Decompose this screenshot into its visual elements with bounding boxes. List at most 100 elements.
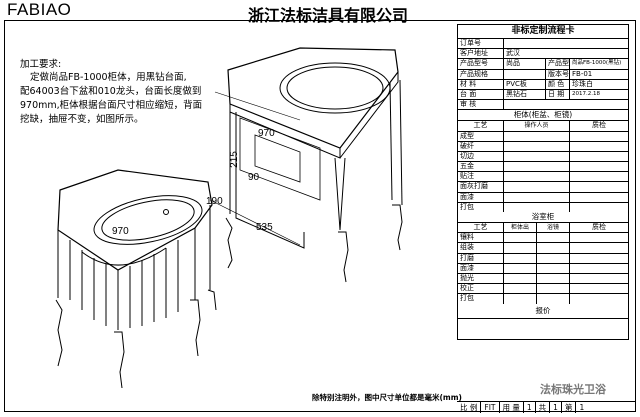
process-row: 贴注 (458, 172, 628, 183)
section-cabinet: 柜体(柜盆、柜镜) (458, 110, 628, 122)
process-cell (504, 182, 570, 192)
process-name: 镶料 (458, 233, 504, 243)
process-row: 打包 (458, 294, 628, 304)
process-cell (504, 172, 570, 182)
process-cell (537, 243, 570, 253)
col-operator-1: 操作人员 (504, 121, 570, 131)
process-name: 面漆 (458, 192, 504, 202)
process-cell (504, 162, 570, 172)
process-name: 切边 (458, 151, 504, 162)
process-name: 打包 (458, 202, 504, 212)
drawing-border (4, 20, 636, 412)
company-logo: FABIAO (7, 0, 72, 19)
dim-top-970: 970 (258, 128, 275, 139)
price-area (458, 319, 628, 339)
process-cell (570, 193, 628, 202)
product-name-label: 产品型号 (548, 59, 570, 69)
process-cell (504, 202, 570, 212)
process-row: 成型 (458, 131, 628, 142)
unit-note: 除特别注明外，图中尺寸单位都是毫米(mm) (312, 393, 462, 402)
col-bath: 浴镜 (537, 223, 570, 233)
process-cell (570, 274, 628, 283)
process-row: 抛光 (458, 273, 628, 285)
process-cell (504, 141, 570, 151)
process-list-2: 镶料组装打磨面漆抛光校正打包 (458, 233, 628, 304)
dim-215: 215 (228, 151, 240, 168)
process-name: 打磨 (458, 253, 504, 263)
process-row: 破纤 (458, 141, 628, 152)
version-label: 版本号 (548, 69, 570, 79)
process-cell (504, 273, 537, 284)
requirements-line-3: 970mm,柜体根据台面尺寸相应缩短，背面 (20, 100, 203, 111)
col-process-1: 工艺 (458, 121, 504, 131)
process-row: 打磨 (458, 253, 628, 264)
process-name: 抛光 (458, 273, 504, 284)
back-view-drawing (209, 47, 403, 283)
footer-total: 1 (549, 402, 561, 413)
process-cell (537, 263, 570, 273)
process-list-1: 成型破纤切边五金贴注面灰打磨面漆打包 (458, 131, 628, 212)
watermark: 法标珠光卫浴 (540, 383, 606, 396)
process-row: 切边 (458, 151, 628, 163)
approve-label: 审 核 (458, 100, 504, 110)
product-model-label: 产品型号 (458, 59, 504, 69)
process-cell (537, 273, 570, 284)
process-cell (570, 172, 628, 181)
approve-value (504, 100, 628, 109)
process-name: 成型 (458, 131, 504, 141)
table-value: 黑钻石 (504, 89, 546, 100)
process-cell (504, 284, 537, 294)
process-row: 面漆 (458, 192, 628, 203)
process-cell (570, 243, 628, 252)
process-name: 贴注 (458, 172, 504, 182)
footer-usage: 用 量 (498, 402, 523, 413)
process-cell (537, 253, 570, 263)
process-row: 五金 (458, 162, 628, 173)
process-cell (504, 233, 537, 243)
cabinet-drawings (55, 47, 403, 389)
card-title: 非标定制流程卡 (458, 25, 628, 39)
color-label: 颜 色 (546, 79, 570, 89)
process-name: 面灰打磨 (458, 182, 504, 192)
process-row: 面灰打磨 (458, 182, 628, 193)
process-cell (570, 152, 628, 161)
col-quality-1: 质检 (592, 121, 606, 130)
requirements-title: 加工要求: (20, 59, 62, 70)
process-cell (570, 132, 628, 141)
dim-front-970: 970 (112, 226, 129, 237)
product-name-value: 尚品FB-1000(黑钻) (572, 60, 622, 67)
process-cell (504, 294, 537, 304)
process-cell (570, 284, 628, 293)
version-value: FB-01 (572, 69, 593, 78)
customer-addr-value: 武汉 (506, 49, 520, 58)
col-quality-2: 质检 (592, 223, 606, 231)
process-cell (570, 264, 628, 273)
process-cell (570, 162, 628, 171)
process-cell (504, 131, 570, 141)
product-model-value: 尚品 (504, 59, 546, 69)
material-value: PVC板 (504, 79, 546, 89)
footer-fit: FIT (480, 402, 498, 413)
dim-90: 90 (248, 172, 260, 183)
footer-page: 1 (575, 402, 587, 413)
process-row: 打包 (458, 202, 628, 212)
footer-total-prefix: 共 (534, 402, 550, 413)
material-label: 材 料 (458, 79, 504, 89)
requirements-line-4: 挖缺，抽屉不变，如图所示。 (20, 114, 144, 125)
process-cell (504, 192, 570, 202)
process-cell (570, 182, 628, 191)
process-name: 校正 (458, 284, 504, 294)
process-name: 面漆 (458, 263, 504, 273)
order-no-label: 订单号 (458, 39, 504, 49)
process-cell (570, 233, 628, 242)
footer-page-prefix: 第 (560, 402, 576, 413)
process-name: 五金 (458, 162, 504, 172)
footer-usage-val: 1 (522, 402, 535, 413)
col-wood: 柜体出 (504, 223, 537, 233)
footer-ratio: 比 例 (460, 403, 478, 412)
company-name: 浙江法标洁具有限公司 (248, 6, 409, 25)
price-label: 报价 (458, 304, 628, 319)
product-spec-label: 产品规格 (458, 69, 504, 79)
process-name: 打包 (458, 294, 504, 304)
